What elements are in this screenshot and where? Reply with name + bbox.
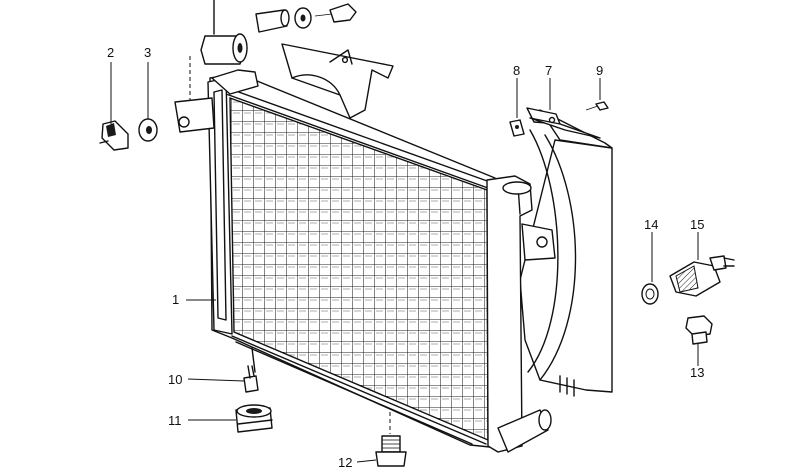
lower-mount-parts xyxy=(235,365,273,433)
callout-9: 9 xyxy=(596,63,604,78)
callout-10: 10 xyxy=(168,372,183,387)
radiator-body xyxy=(174,69,556,453)
drain-plug-part xyxy=(375,412,407,467)
clip-nut-part xyxy=(99,120,129,151)
leader-lines xyxy=(110,62,699,463)
upper-mount-parts xyxy=(189,0,357,100)
plug-screw-part xyxy=(685,315,713,345)
callout-8: 8 xyxy=(513,63,521,78)
temperature-switch-parts xyxy=(641,255,735,305)
callout-11: 11 xyxy=(168,413,182,428)
washer-part xyxy=(138,118,158,142)
callout-3: 3 xyxy=(144,45,152,60)
callout-7: 7 xyxy=(545,63,553,78)
callout-1: 1 xyxy=(172,292,180,307)
callout-13: 13 xyxy=(690,365,705,380)
callout-14: 14 xyxy=(644,217,659,232)
upper-air-duct xyxy=(281,43,394,119)
callout-12: 12 xyxy=(338,455,353,470)
callout-15: 15 xyxy=(690,217,705,232)
shroud-bracket-parts xyxy=(509,101,609,139)
callout-2: 2 xyxy=(107,45,115,60)
